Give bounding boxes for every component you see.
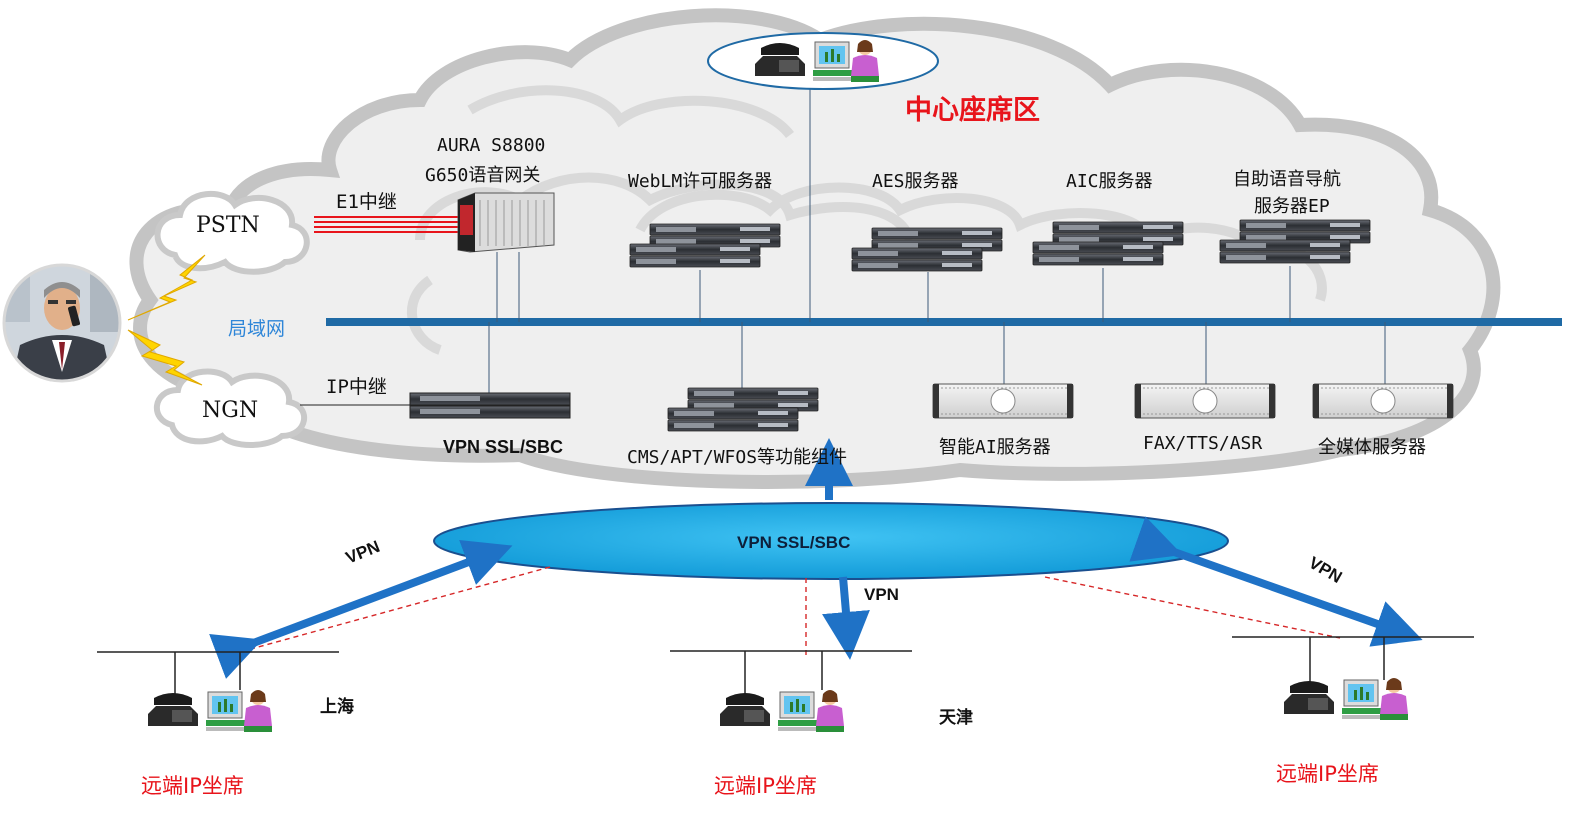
remote-agent-label-1: 远端IP坐席 (141, 774, 244, 798)
fax-tts-asr-server (1134, 383, 1276, 419)
vpn-link-label-center: VPN (864, 585, 899, 604)
vpn-arrows (209, 516, 1423, 679)
lightning-bolt-icon (127, 254, 206, 321)
weblm-server (629, 223, 781, 268)
ai-server (932, 383, 1074, 419)
aes-label: AES服务器 (872, 171, 959, 192)
remote-agent-label-2: 远端IP坐席 (714, 774, 817, 798)
ngn-label: NGN (202, 398, 259, 423)
fax-tts-asr-label: FAX/TTS/ASR (1143, 433, 1263, 454)
e1-trunk-label: E1中继 (336, 191, 397, 213)
site-label-shanghai: 上海 (320, 697, 354, 716)
zone-title: 中心座席区 (905, 95, 1040, 126)
ivr-label-line2: 服务器EP (1254, 196, 1330, 217)
caller-avatar (2, 263, 122, 383)
remote-agent-shanghai-icon (147, 689, 273, 733)
lightning-bolt-icon (127, 329, 203, 386)
site-label-tianjin: 天津 (939, 708, 973, 727)
ngn-cloud (153, 368, 308, 448)
remote-site-lines (97, 636, 1474, 698)
gateway-label-line1: AURA S8800 (437, 135, 546, 156)
remote-agent-third-icon (1283, 677, 1409, 721)
ivr-label-line1: 自助语音导航 (1233, 169, 1341, 190)
vpn-ellipse-label: VPN SSL/SBC (737, 533, 851, 552)
g650-gateway (457, 192, 555, 253)
ip-trunk-label: IP中继 (326, 376, 387, 398)
aic-server (1032, 221, 1184, 266)
gateway-label-line2: G650语音网关 (425, 165, 541, 186)
omni-media-label: 全媒体服务器 (1318, 437, 1426, 458)
pstn-label: PSTN (196, 213, 260, 238)
remote-agent-label-3: 远端IP坐席 (1276, 762, 1379, 786)
e1-trunk-lines (314, 216, 458, 233)
omni-media-server (1312, 383, 1454, 419)
remote-agent-tianjin-icon (719, 689, 845, 733)
vpn-sbc-server (409, 392, 571, 419)
ivr-ep-server (1219, 219, 1371, 264)
cms-server (667, 387, 819, 432)
center-agent-icon (754, 39, 880, 83)
pstn-cloud (154, 190, 310, 275)
lan-label: 局域网 (228, 318, 286, 340)
vpn-sbc-server-label: VPN SSL/SBC (443, 437, 564, 457)
aic-label: AIC服务器 (1066, 171, 1153, 192)
weblm-label: WebLM许可服务器 (628, 171, 773, 192)
aes-server (851, 227, 1003, 272)
lan-drop-lines (488, 88, 1386, 395)
ai-server-label: 智能AI服务器 (939, 437, 1051, 458)
dashed-links (239, 566, 1341, 656)
cms-label: CMS/APT/WFOS等功能组件 (627, 447, 848, 468)
